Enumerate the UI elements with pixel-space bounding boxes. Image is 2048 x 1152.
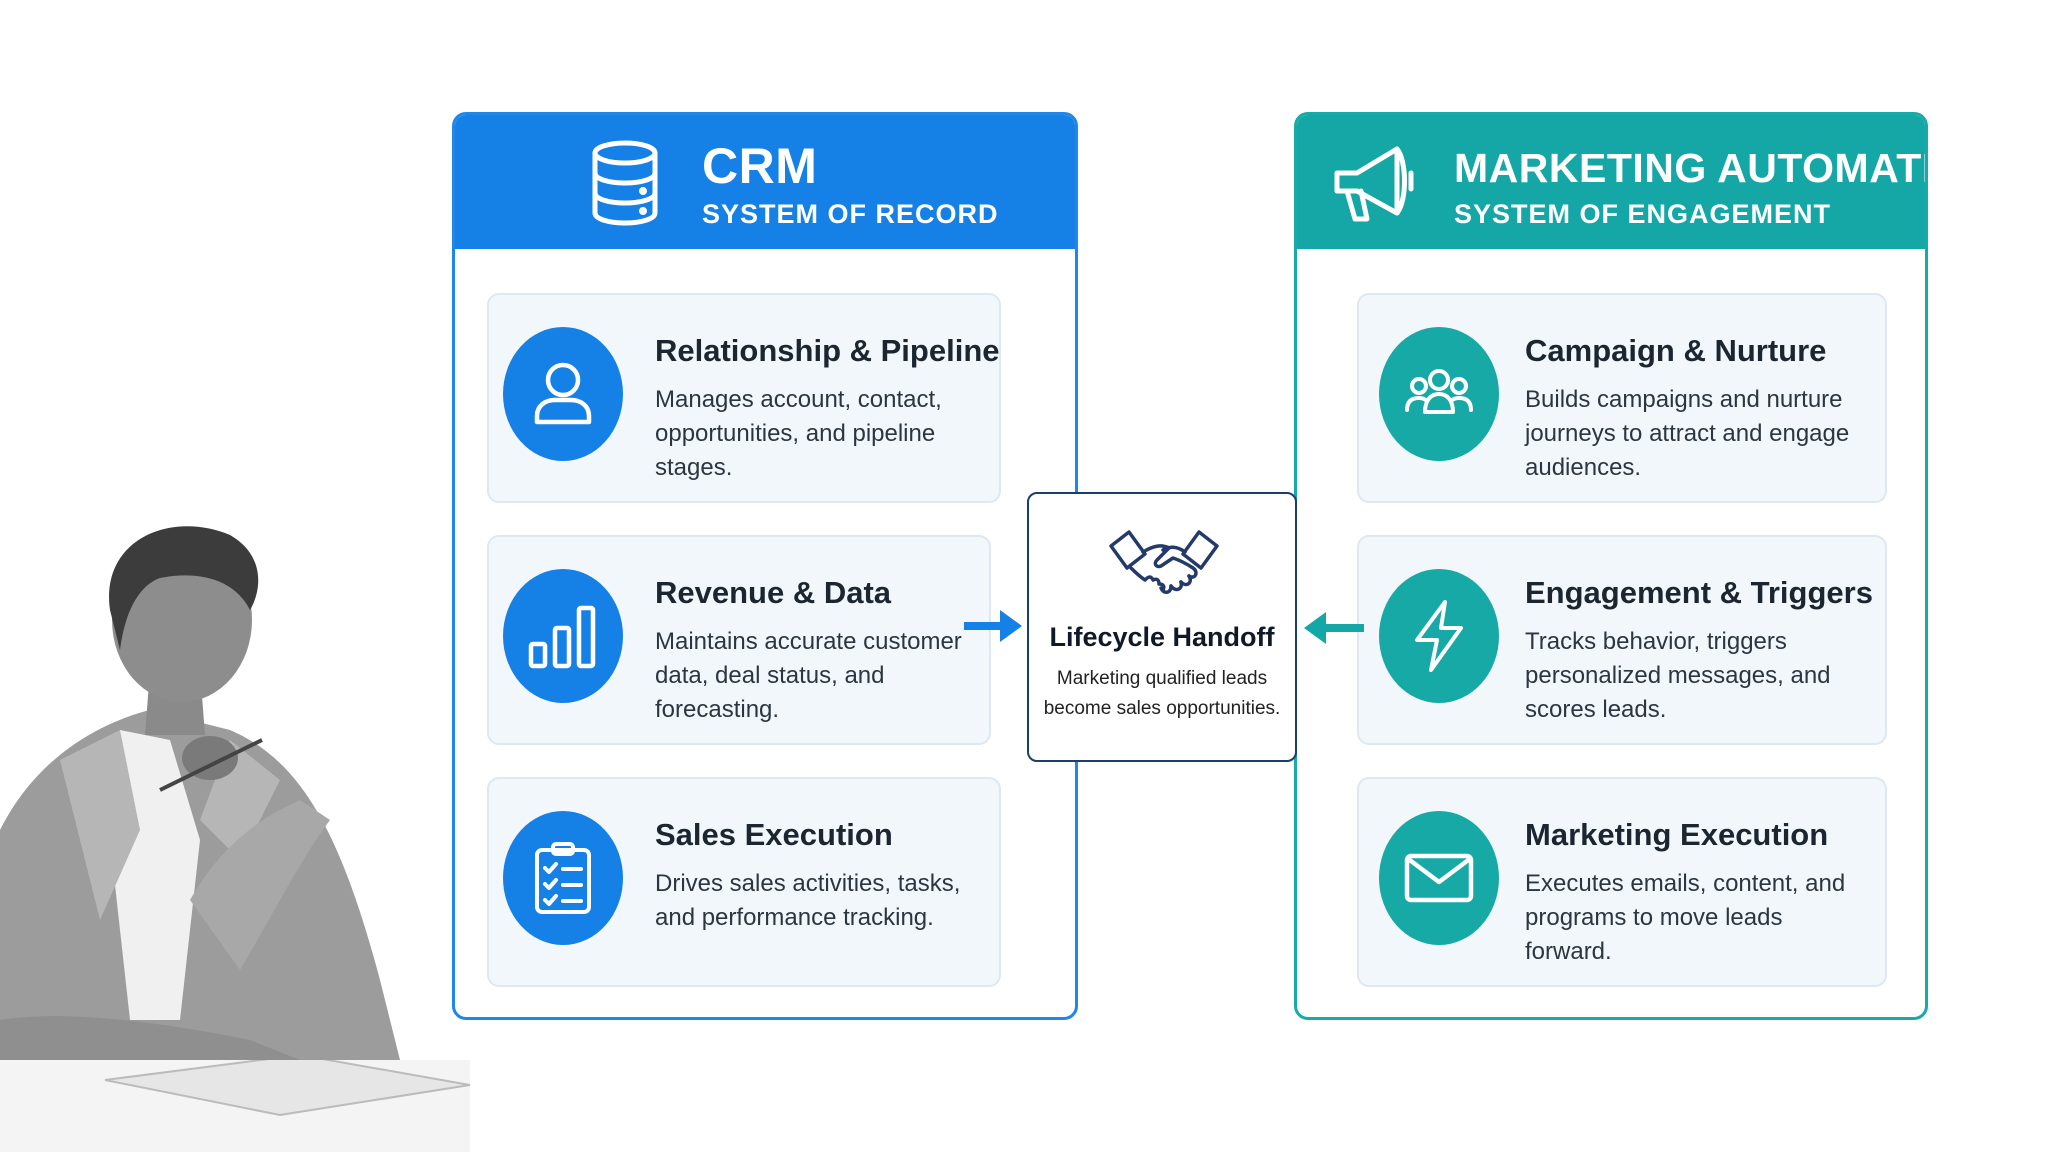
card-desc: Builds campaigns and nurture journeys to…: [1525, 386, 1850, 481]
megaphone-icon: [1327, 135, 1423, 231]
handshake-icon: [1107, 524, 1221, 604]
card-desc: Manages account, contact, opportunities,…: [655, 386, 942, 481]
checklist-icon: [503, 811, 623, 945]
arrow-right-icon: [962, 606, 1024, 646]
card-title: Engagement & Triggers: [1525, 575, 1873, 610]
card-desc: Drives sales activities, tasks, and perf…: [655, 870, 961, 931]
user-icon: [503, 327, 623, 461]
card-title: Marketing Execution: [1525, 817, 1829, 852]
bar-chart-icon: [503, 569, 623, 703]
card-title: Relationship & Pipeline: [655, 333, 1000, 368]
envelope-icon: [1379, 811, 1499, 945]
marketing-header: MARKETING AUTOMATION SYSTEM OF ENGAGEMEN…: [1297, 115, 1925, 249]
crm-header: CRM SYSTEM OF RECORD: [455, 115, 1075, 249]
card-title: Campaign & Nurture: [1525, 333, 1827, 368]
handoff-title: Lifecycle Handoff: [1049, 622, 1275, 652]
crm-panel: CRM SYSTEM OF RECORD Relationship & Pipe…: [452, 112, 1078, 1020]
crm-title: CRM: [702, 138, 818, 194]
handoff-desc: Marketing qualified leads become sales o…: [1043, 668, 1281, 719]
lightning-icon: [1379, 569, 1499, 703]
card-title: Revenue & Data: [655, 575, 892, 610]
card-desc: Maintains accurate customer data, deal s…: [655, 628, 962, 723]
crm-card-revenue: Revenue & Data Maintains accurate custom…: [487, 535, 991, 745]
crm-card-sales: Sales Execution Drives sales activities,…: [487, 777, 1001, 987]
ma-card-execution: Marketing Execution Executes emails, con…: [1357, 777, 1887, 987]
marketing-panel: MARKETING AUTOMATION SYSTEM OF ENGAGEMEN…: [1294, 112, 1928, 1020]
person-illustration: [0, 500, 470, 1152]
marketing-title: MARKETING AUTOMATION: [1454, 145, 1925, 191]
card-desc: Tracks behavior, triggers personalized m…: [1525, 628, 1831, 723]
ma-card-campaign: Campaign & Nurture Builds campaigns and …: [1357, 293, 1887, 503]
crm-subtitle: SYSTEM OF RECORD: [702, 199, 999, 229]
card-title: Sales Execution: [655, 817, 893, 852]
arrow-left-icon: [1300, 608, 1366, 648]
card-desc: Executes emails, content, and programs t…: [1525, 870, 1846, 965]
crm-card-relationship: Relationship & Pipeline Manages account,…: [487, 293, 1001, 503]
marketing-subtitle: SYSTEM OF ENGAGEMENT: [1454, 199, 1832, 229]
database-icon: [585, 135, 681, 231]
lifecycle-handoff-box: Lifecycle Handoff Marketing qualified le…: [1027, 492, 1297, 762]
ma-card-engagement: Engagement & Triggers Tracks behavior, t…: [1357, 535, 1887, 745]
group-icon: [1379, 327, 1499, 461]
